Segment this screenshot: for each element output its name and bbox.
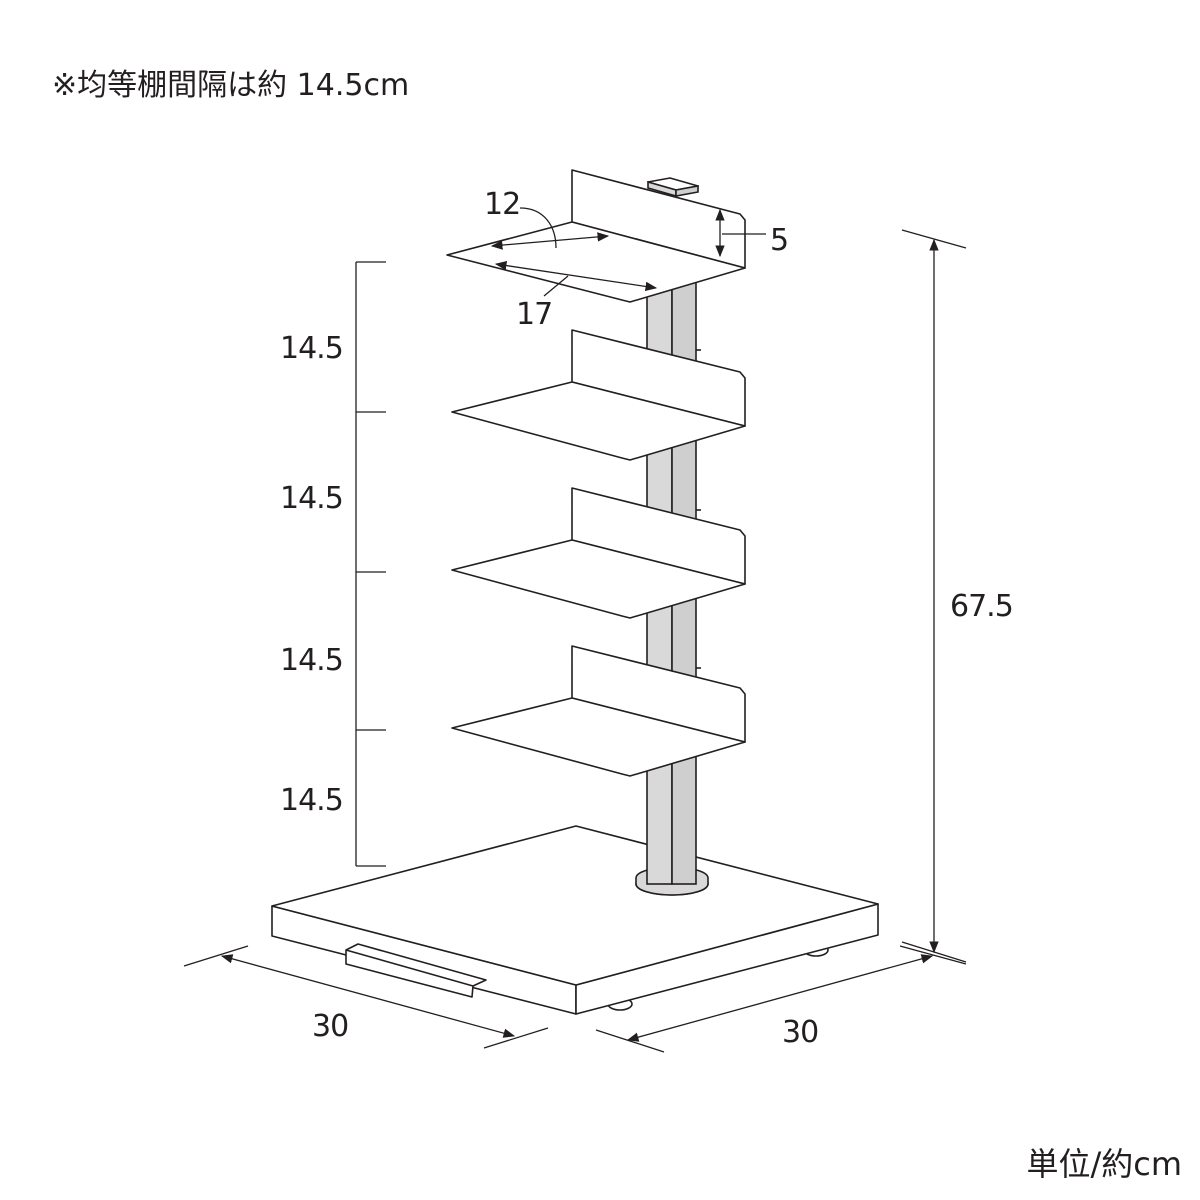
- shelf-depth-dimension: 17: [494, 260, 658, 332]
- shelf-width-dimension: 12: [484, 187, 610, 250]
- base-depth-dimension: 30: [595, 945, 967, 1053]
- base-width-dimension: 30: [183, 945, 549, 1049]
- base-depth-label: 30: [782, 1015, 818, 1050]
- total-height-label: 67.5: [950, 589, 1013, 624]
- spacing-label: 14.5: [280, 643, 343, 678]
- shelf-back-height-label: 5: [770, 223, 788, 258]
- shelf-4: [451, 645, 746, 777]
- total-height-dimension: 67.5: [901, 229, 1014, 963]
- shelf-3: [451, 487, 746, 619]
- shelf-depth-label: 17: [516, 297, 552, 332]
- spacing-label: 14.5: [280, 481, 343, 516]
- spacing-label: 14.5: [280, 331, 343, 366]
- unit-label: 単位/約cm: [1026, 1145, 1182, 1183]
- base-plate: [271, 825, 879, 1015]
- shelf-back-height-dimension: 5: [715, 208, 789, 258]
- shelf-spacing-dimension: 14.5 14.5 14.5 14.5: [280, 261, 386, 867]
- spacing-label: 14.5: [280, 783, 343, 818]
- base-width-label: 30: [312, 1009, 348, 1044]
- shelf-spacing-note: ※均等棚間隔は約 14.5cm: [52, 68, 410, 103]
- shelf-width-label: 12: [484, 187, 520, 222]
- shelf-2: [451, 329, 746, 461]
